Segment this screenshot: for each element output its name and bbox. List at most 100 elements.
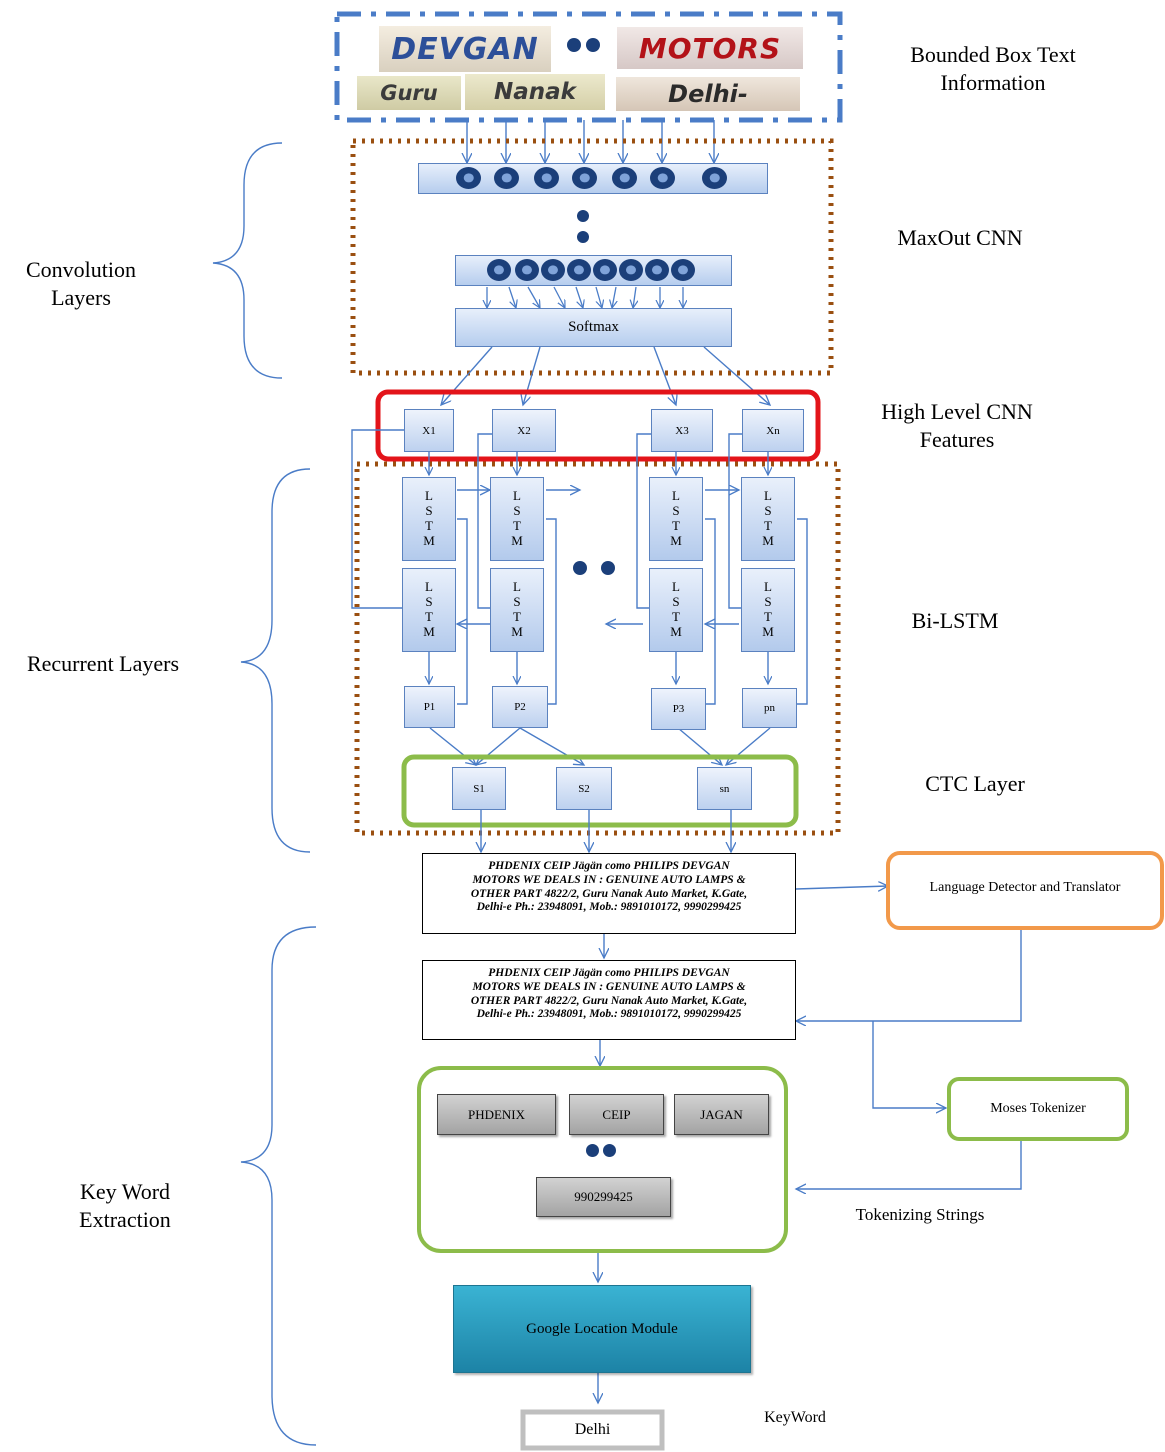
translated-text-line: Delhi-e Ph.: 23948091, Mob.: 9891010172,… [476, 1008, 742, 1021]
feature-label: X3 [675, 424, 689, 437]
bi-lstm-frame [354, 461, 841, 836]
maxout-cnn-frame [350, 138, 834, 376]
neuron-node-icon [456, 167, 481, 189]
output-label: P1 [423, 701, 436, 713]
ellipsis-dots-icon [586, 1144, 599, 1157]
keyword-result-frame [520, 1409, 665, 1451]
neuron-node-icon [702, 167, 727, 189]
neuron-node-icon [494, 167, 519, 189]
translated-text-box: PHDENIX CEIP Jägän como PHILIPS DEVGAN M… [422, 960, 796, 1040]
guru-text: Guru [380, 81, 438, 105]
keyword-result-value: Delhi [574, 1421, 611, 1438]
recurrent-layers-label: Recurrent Layers [26, 651, 180, 676]
output-p1: P1 [404, 686, 455, 728]
neuron-node-icon [612, 167, 637, 189]
bi-lstm-label: Bi-LSTM [911, 608, 999, 633]
ctc-s1: S1 [452, 767, 506, 810]
ellipsis-dots-icon [567, 38, 581, 52]
ctc-label: S2 [578, 782, 590, 795]
moses-tokenizer-label: Moses Tokenizer [990, 1101, 1086, 1116]
motors-text: MOTORS [638, 31, 782, 65]
devgan-text: DEVGAN [391, 31, 539, 67]
guru-image-snippet: Guru [357, 76, 461, 110]
feature-x2: X2 [492, 409, 556, 452]
ctc-label: S1 [473, 782, 485, 795]
convolution-layers-label: Convolution Layers [25, 257, 136, 310]
feature-x1: X1 [404, 409, 454, 452]
token-group-frame [417, 1066, 788, 1253]
translated-text-line: MOTORS WE DEALS IN : GENUINE AUTO LAMPS … [472, 980, 746, 993]
devgan-image-snippet: DEVGAN [379, 26, 551, 72]
recognized-text-box: PHDENIX CEIP Jägän como PHILIPS DEVGAN M… [422, 853, 796, 934]
neuron-node-icon [487, 259, 511, 281]
output-p3: P3 [651, 688, 706, 730]
output-pn: pn [742, 688, 797, 728]
neuron-node-icon [541, 259, 565, 281]
recognized-text-line: PHDENIX CEIP Jägän como PHILIPS DEVGAN [488, 860, 730, 872]
maxout-cnn-label: MaxOut CNN [897, 225, 1023, 250]
ellipsis-dots-icon [577, 210, 589, 222]
motors-image-snippet: MOTORS [617, 27, 803, 69]
language-detector-label: Language Detector and Translator [929, 880, 1121, 895]
neuron-node-icon [619, 259, 643, 281]
ctc-layer-label: CTC Layer [925, 771, 1025, 796]
delhi-text: Delhi- [668, 80, 748, 108]
ctc-sn: sn [697, 767, 752, 810]
ctc-label: sn [719, 782, 730, 795]
translated-text-line: OTHER PART 4822/2, Guru Nanak Auto Marke… [470, 994, 748, 1007]
feature-x3: X3 [651, 409, 713, 452]
keyword-extraction-label: Key Word Extraction [79, 1179, 171, 1232]
language-detector-frame [886, 851, 1164, 930]
feature-label: Xn [766, 424, 780, 437]
recognized-text-line: Delhi-e Ph.: 23948091, Mob.: 9891010172,… [476, 901, 742, 914]
high-level-features-label: High Level CNN Features [881, 399, 1033, 452]
recognized-text-line: OTHER PART 4822/2, Guru Nanak Auto Marke… [470, 887, 748, 900]
neuron-node-icon [567, 259, 591, 281]
softmax-layer: Softmax [455, 308, 732, 347]
output-label: P3 [672, 703, 685, 715]
token-phdenix: PHDENIX [437, 1094, 556, 1135]
token-jagan: JAGAN [674, 1094, 769, 1135]
translated-text-line: PHDENIX CEIP Jägän como PHILIPS DEVGAN [488, 967, 730, 979]
neuron-node-icon [645, 259, 669, 281]
ellipsis-dots-icon [586, 38, 600, 52]
bounded-box-frame [334, 11, 843, 123]
keyword-label: KeyWord [764, 1409, 826, 1426]
output-label: P2 [514, 701, 526, 713]
ctc-s2: S2 [556, 767, 612, 810]
google-location-module: Google Location Module [453, 1285, 751, 1373]
tokenizing-strings-label: Tokenizing Strings [855, 1205, 985, 1224]
ctc-frame [401, 754, 799, 828]
curly-brace-icon [212, 142, 283, 379]
ellipsis-dots-icon [603, 1144, 616, 1157]
bounded-box-label: Bounded Box Text Information [910, 42, 1076, 95]
feature-xn: Xn [742, 409, 804, 452]
curly-brace-icon [240, 926, 317, 1446]
neuron-node-icon [650, 167, 675, 189]
ellipsis-dots-icon [577, 231, 589, 243]
curly-brace-icon [240, 468, 311, 853]
nanak-image-snippet: Nanak [465, 74, 605, 110]
neuron-node-icon [572, 167, 597, 189]
feature-label: X1 [422, 424, 436, 437]
feature-label: X2 [517, 424, 531, 437]
delhi-image-snippet: Delhi- [616, 77, 800, 111]
token-ceip: CEIP [569, 1094, 664, 1135]
high-level-features-frame [375, 389, 821, 462]
token-number: 990299425 [536, 1177, 671, 1217]
ellipsis-dots-icon [573, 561, 587, 575]
neuron-node-icon [515, 259, 539, 281]
output-p2: P2 [492, 686, 548, 728]
google-location-label: Google Location Module [526, 1320, 678, 1337]
moses-tokenizer-frame [947, 1077, 1129, 1141]
